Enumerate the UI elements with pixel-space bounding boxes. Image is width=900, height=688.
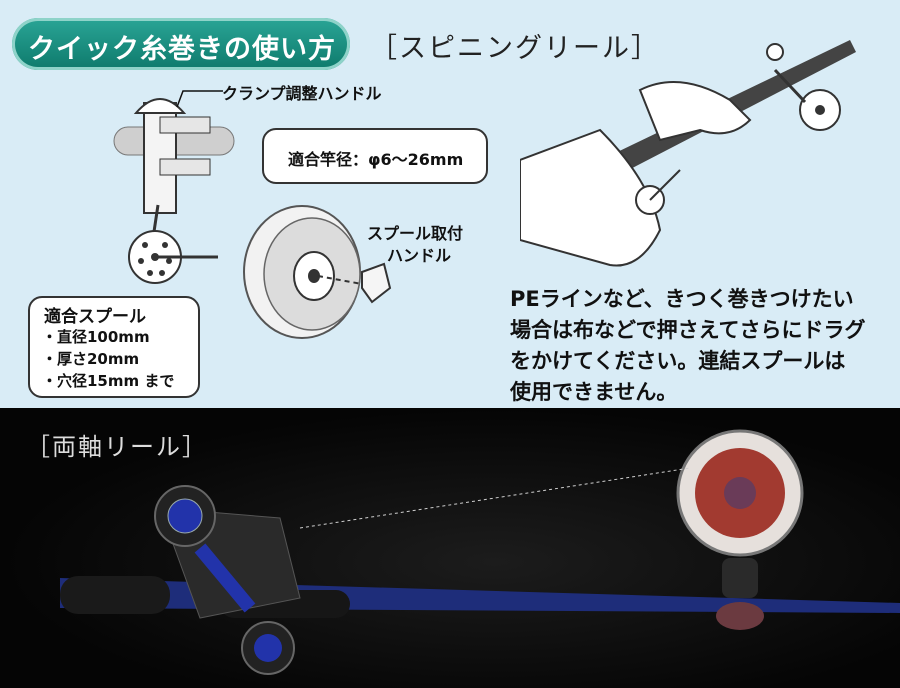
clamp-device-illustration bbox=[113, 98, 235, 284]
spool-spec-item: ・厚さ20mm bbox=[42, 350, 140, 368]
usage-note: PEラインなど、きつく巻きつけたい 場合は布などで押さえてさらにドラグ をかけて… bbox=[510, 284, 890, 408]
spool-spec-item: ・直径100mm bbox=[42, 328, 150, 346]
baitcasting-reel-heading: ［両軸リール］ bbox=[26, 433, 208, 461]
usage-note-line: 使用できません。 bbox=[510, 380, 678, 404]
spool-spec-title: 適合スプール bbox=[44, 307, 146, 327]
spool-spec-box bbox=[28, 296, 200, 398]
spool-handle-label-1: スプール取付 bbox=[367, 224, 464, 243]
spinning-rod-illustration bbox=[520, 40, 856, 267]
spool-handle-label-2: ハンドル bbox=[387, 246, 452, 265]
usage-note-line: をかけてください。連結スプールは bbox=[510, 349, 846, 373]
usage-note-line: PEラインなど、きつく巻きつけたい bbox=[510, 287, 854, 311]
usage-note-line: 場合は布などで押さえてさらにドラグ bbox=[510, 318, 866, 342]
page-title: クイック糸巻きの使い方 bbox=[28, 34, 336, 65]
clamp-handle-label: クランプ調整ハンドル bbox=[222, 84, 382, 103]
clamp-label-arrow bbox=[176, 90, 223, 108]
spool-spec-item: ・穴径15mm まで bbox=[42, 372, 175, 390]
spinning-reel-heading: ［スピニングリール］ bbox=[370, 33, 660, 64]
rod-diameter-text: 適合竿径：φ6～26mm bbox=[288, 150, 464, 169]
spool-illustration bbox=[243, 205, 392, 339]
rod-diameter-bubble bbox=[262, 128, 488, 184]
title-banner bbox=[12, 18, 350, 70]
baitcasting-rod-photo bbox=[60, 429, 900, 675]
